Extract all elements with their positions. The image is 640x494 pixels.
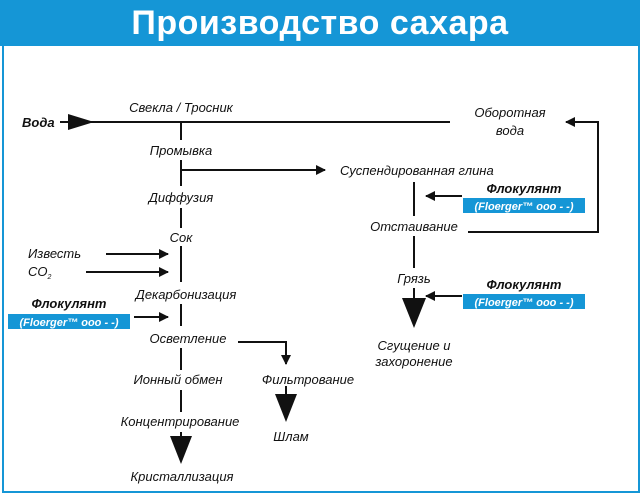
to-thickening-arrowhead: [402, 298, 426, 328]
water-label: Вода: [22, 115, 55, 130]
co2-label: CO2: [28, 264, 52, 281]
lime-label: Известь: [28, 246, 81, 261]
page-title: Производство сахара: [131, 3, 509, 42]
clarification-label: Осветление: [150, 331, 227, 346]
flocculant-label-1: Флокулянт: [487, 181, 562, 196]
ion-exchange-label: Ионный обмен: [133, 372, 222, 387]
filtration-label: Фильтрование: [262, 372, 354, 387]
flocculant-box-3: [8, 314, 130, 329]
crystallization-label: Кристаллизация: [130, 469, 233, 484]
washing-label: Промывка: [150, 143, 213, 158]
water-arrowhead: [68, 114, 94, 130]
suspended-clay-label: Суспендированная глина: [340, 163, 494, 178]
flocculant-box-1: [463, 198, 585, 213]
sludge-label: Шлам: [273, 429, 309, 444]
recycled-water-label-1: Оборотная: [474, 105, 545, 120]
decarbonization-label: Декарбонизация: [134, 287, 237, 302]
flocculant-box-2-text: (Floerger™ ooo - -): [475, 297, 574, 309]
mud-label: Грязь: [397, 271, 431, 286]
clarification-to-filtration: [238, 341, 291, 365]
title-banner: Производство сахара: [0, 0, 640, 46]
juice-label: Сок: [170, 230, 194, 245]
to-sludge-arrowhead: [275, 394, 297, 422]
flocculant-box-1-text: (Floerger™ ooo - -): [475, 201, 574, 213]
settling-label: Отстаивание: [370, 219, 458, 234]
thickening-label-1: Сгущение и: [377, 338, 450, 353]
to-crystallization-arrowhead: [170, 436, 192, 464]
diagram-frame: [2, 46, 640, 493]
flocculant-label-3: Флокулянт: [32, 296, 107, 311]
flocculant-box-2: [463, 294, 585, 309]
recycle-loop: [468, 117, 599, 233]
recycled-water-label-2: вода: [496, 123, 524, 138]
flocculant-box-3-text: (Floerger™ ooo - -): [20, 317, 119, 329]
beet-cane-label: Свекла / Тросник: [129, 100, 234, 115]
diffusion-label: Диффузия: [147, 190, 214, 205]
flocculant-label-2: Флокулянт: [487, 277, 562, 292]
concentration-label: Концентрирование: [121, 414, 240, 429]
thickening-label-2: захоронение: [374, 354, 452, 369]
